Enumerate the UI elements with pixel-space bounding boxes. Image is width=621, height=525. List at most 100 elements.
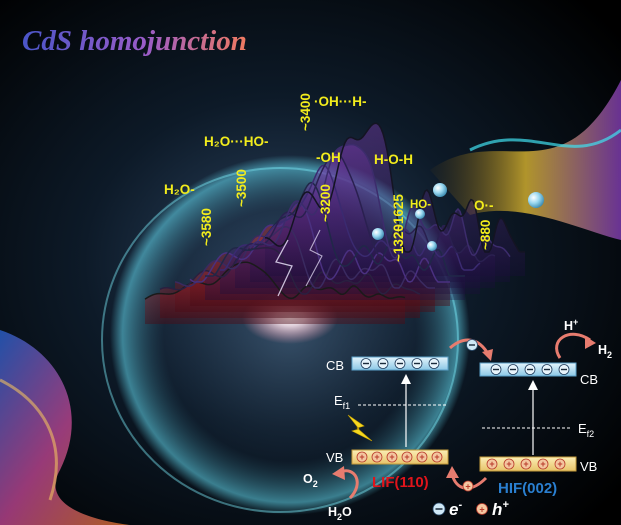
legend-electron-sup: - <box>458 499 462 511</box>
hole-icon-mark: + <box>374 452 379 462</box>
right-swirl-streak <box>469 128 621 152</box>
ef2-sub: f2 <box>587 429 595 439</box>
h2-label: H2 <box>598 343 612 360</box>
hole-icon <box>486 458 498 470</box>
spectrum-curve <box>264 122 525 253</box>
peak-wave-h2o-ho: ~3500 <box>234 169 249 207</box>
peak-label-h2o-ho: H₂O···HO- <box>204 134 268 149</box>
h2-main: H <box>598 343 607 357</box>
transfer-hole-icon <box>462 480 474 492</box>
h2-evolution-arrowhead <box>585 336 596 349</box>
spectrum-curve <box>249 143 511 259</box>
ef1-main: E <box>334 393 343 408</box>
left-swirl-streak <box>0 378 58 501</box>
floating-ball <box>528 192 544 208</box>
legend-hole-sup: + <box>502 499 509 511</box>
hole-icon-mark: + <box>506 459 511 469</box>
spectrum-curve <box>220 164 481 271</box>
hplus-label: H+ <box>564 317 578 333</box>
floating-ball <box>372 228 384 240</box>
lif-excitation-arrowhead <box>401 374 411 384</box>
peak-label-o: O·- <box>474 198 494 213</box>
plus-circle-icon <box>476 503 488 515</box>
ef2-main: E <box>578 421 587 436</box>
right-swirl <box>430 80 621 240</box>
hole-icon-mark: + <box>434 452 439 462</box>
peak-wave-h2o: ~3580 <box>199 208 214 246</box>
hole-icon <box>416 451 428 463</box>
floating-ball <box>433 183 447 197</box>
hplus-main: H <box>564 319 573 333</box>
lif-vb-holes: + + + + + + <box>356 451 443 463</box>
o2-evolution-arrowhead <box>332 466 345 480</box>
left-swirl <box>0 330 130 525</box>
o2-main: O <box>303 472 313 486</box>
electron-transfer-arrowhead <box>482 349 493 361</box>
lightning-bolt-icon <box>347 414 373 442</box>
hole-icon <box>386 451 398 463</box>
hole-icon-mark: + <box>489 459 494 469</box>
h2o-end: O <box>342 505 352 519</box>
spectrum-curve <box>174 226 435 289</box>
transfer-hole-plus: + <box>465 482 470 492</box>
peak-label-h2o: H₂O- <box>164 182 195 197</box>
h2-evolution-arrow <box>555 332 591 359</box>
ef1-label: Ef1 <box>334 393 350 411</box>
ef2-label: Ef2 <box>578 421 594 439</box>
peak-labels: ·OH···H- ~3400 H₂O···HO- ~3500 -OH ~3200… <box>164 93 494 262</box>
h2-sub: 2 <box>607 350 612 360</box>
lif-cb-electrons <box>360 358 440 369</box>
peak-label-hoh: H-O-H <box>374 152 413 167</box>
peak-label-oh-h: ·OH···H- <box>314 94 366 109</box>
hif-facet-label: HIF(002) <box>498 480 557 497</box>
hole-transfer-arrowhead <box>446 466 459 478</box>
ef1-sub: f1 <box>343 401 351 411</box>
peak-wave-ho: ~1320 <box>391 224 406 262</box>
hif-excitation-arrowhead <box>528 380 538 390</box>
sphere-rim-glow <box>101 167 459 513</box>
lif-vb-label: VB <box>326 450 343 465</box>
peak-wave-oh: ~3200 <box>318 184 333 222</box>
hole-icon <box>401 451 413 463</box>
o2-sub: 2 <box>313 479 318 489</box>
spectra-curves <box>144 122 525 300</box>
hole-icon <box>520 458 532 470</box>
hif-vb-holes: + + + + + <box>486 458 566 470</box>
h2o-main: H <box>328 505 337 519</box>
spectrum-curve <box>205 181 466 277</box>
hole-icon-mark: + <box>359 452 364 462</box>
hole-icon-mark: + <box>404 452 409 462</box>
peak-wave-o: ~880 <box>478 220 493 250</box>
o2-label: O2 <box>303 472 318 489</box>
peak-label-ho: HO- <box>410 199 431 211</box>
lightning-streak <box>275 239 293 297</box>
carrier-legend: e- + h+ <box>432 499 509 519</box>
hole-icon <box>356 451 368 463</box>
legend-hole-main: h <box>492 500 502 519</box>
legend-electron: e- <box>449 499 462 519</box>
floating-ball <box>427 241 437 251</box>
hole-icon-mark: + <box>419 452 424 462</box>
hole-icon-mark: + <box>389 452 394 462</box>
legend-hole: h+ <box>492 499 509 519</box>
hole-icon <box>431 451 443 463</box>
lif-cb-label: CB <box>326 358 344 373</box>
peak-wave-oh-h: ~3400 <box>298 93 313 131</box>
plus-circle-icon-mark: + <box>479 505 484 515</box>
hif-vb-label: VB <box>580 459 597 474</box>
lif-facet-label: LIF(110) <box>372 474 429 491</box>
hplus-sup: + <box>573 317 578 327</box>
hole-icon-mark: + <box>523 459 528 469</box>
legend-electron-main: e <box>449 500 458 519</box>
hole-icon-mark: + <box>557 459 562 469</box>
peak-label-oh: -OH <box>316 150 341 165</box>
hole-icon-mark: + <box>540 459 545 469</box>
lightning-streak <box>305 229 323 287</box>
h2o-sub: 2 <box>337 512 342 522</box>
hole-icon <box>554 458 566 470</box>
hole-icon <box>503 458 515 470</box>
h2o-label: H2O <box>328 505 352 522</box>
hif-cb-label: CB <box>580 372 598 387</box>
